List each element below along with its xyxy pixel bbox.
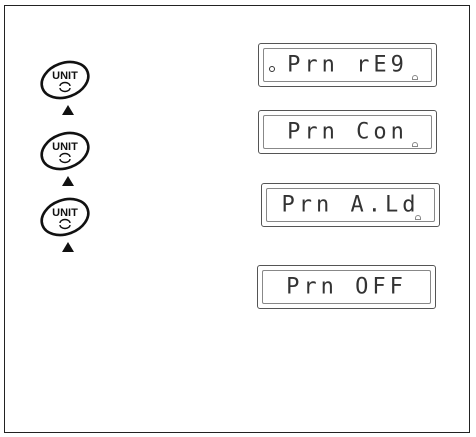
- unit-button-label: UNIT: [52, 141, 78, 153]
- cycle-arrows-icon: [59, 218, 71, 230]
- lcd-screen: [262, 270, 431, 304]
- lcd-screen: [263, 115, 432, 149]
- arrow-up-icon: [62, 105, 74, 115]
- cycle-arrows-icon: [59, 81, 71, 93]
- unit-button[interactable]: UNIT: [35, 58, 99, 102]
- unit-button-label: UNIT: [52, 70, 78, 82]
- arrow-up-icon: [62, 176, 74, 186]
- cycle-arrows-icon: [59, 152, 71, 164]
- lcd-readout: Prn Con: [287, 119, 408, 145]
- unit-button[interactable]: UNIT: [35, 129, 99, 173]
- diagram-frame: UNIT UNIT UNIT: [4, 5, 470, 433]
- lcd-readout: Prn OFF: [286, 274, 407, 300]
- lcd-display: Prn rE9: [258, 43, 437, 87]
- lcd-readout: Prn rE9: [287, 52, 408, 78]
- lcd-readout: Prn A.Ld: [281, 192, 420, 218]
- lcd-screen: [266, 188, 435, 222]
- lcd-display: Prn A.Ld: [261, 183, 440, 227]
- unit-button-label: UNIT: [52, 207, 78, 219]
- lcd-display: Prn OFF: [257, 265, 436, 309]
- lock-icon: [412, 75, 418, 80]
- arrow-up-icon: [62, 242, 74, 252]
- unit-button[interactable]: UNIT: [35, 195, 99, 239]
- indicator-dot-icon: [269, 66, 275, 72]
- lcd-screen: [263, 48, 432, 82]
- lock-icon: [415, 215, 421, 220]
- lock-icon: [412, 142, 418, 147]
- lcd-display: Prn Con: [258, 110, 437, 154]
